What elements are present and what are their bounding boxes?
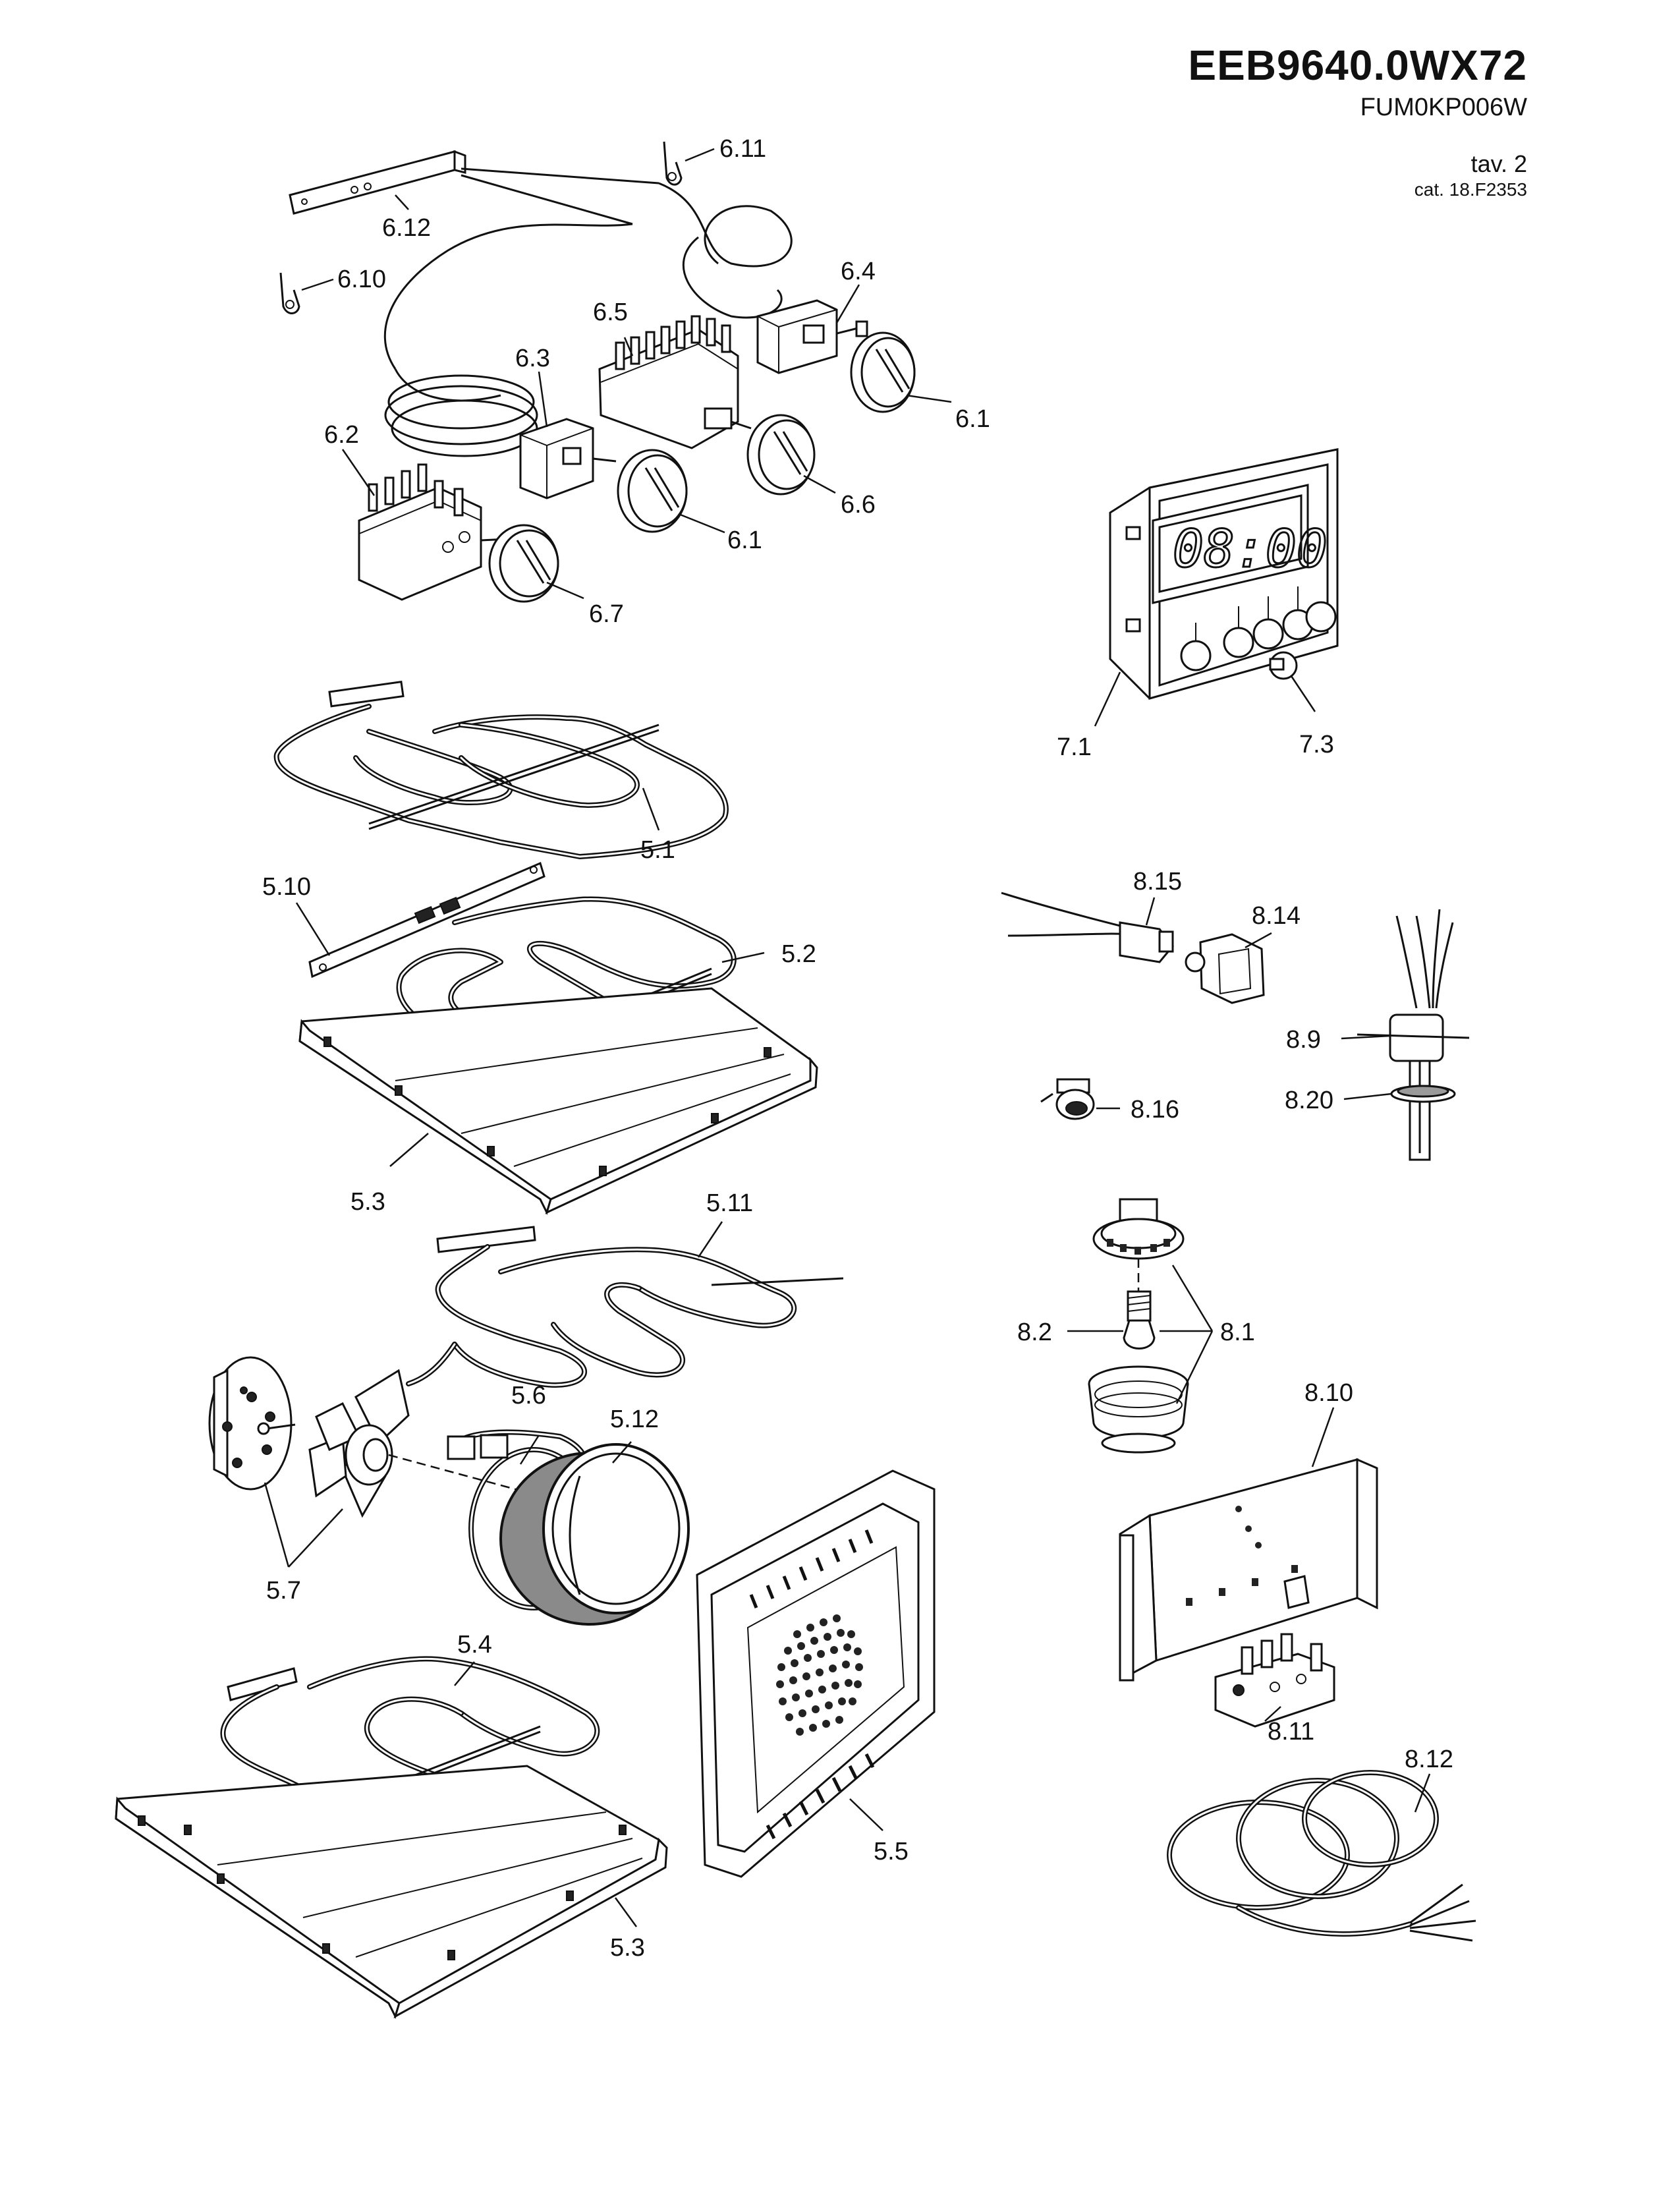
table-number: tav. 2: [1470, 150, 1527, 177]
label-8-14: 8.14: [1252, 902, 1301, 930]
lamp-cover-8-14: [1185, 933, 1265, 1004]
label-6-12: 6.12: [382, 214, 431, 242]
knob-6-7: [488, 524, 559, 603]
label-8-9: 8.9: [1286, 1026, 1321, 1054]
model-number: EEB9640.0WX72: [1188, 42, 1527, 89]
timer-display: 08:00: [1173, 520, 1328, 579]
label-5-10: 5.10: [262, 873, 311, 901]
power-cable-8-12: [1167, 1770, 1476, 1942]
label-8-10: 8.10: [1304, 1379, 1353, 1407]
clip-6-11: [663, 141, 683, 186]
label-6-5: 6.5: [593, 298, 628, 326]
knob-6-6: [746, 414, 816, 496]
label-6-3: 6.3: [515, 345, 550, 372]
label-5-11: 5.11: [706, 1189, 753, 1217]
insulation-ring-5-12: [499, 1443, 690, 1626]
label-5-5: 5.5: [874, 1838, 909, 1865]
label-5-6: 5.6: [511, 1382, 546, 1409]
thermal-cutout-8-16: [1040, 1078, 1095, 1120]
label-6-1-upper: 6.1: [955, 405, 990, 433]
label-6-1-lower: 6.1: [727, 526, 762, 554]
label-6-4: 6.4: [841, 258, 876, 285]
label-7-3: 7.3: [1299, 731, 1334, 758]
clip-6-10: [279, 272, 300, 314]
fan-blade-5-7: [308, 1369, 410, 1518]
label-5-3-upper: 5.3: [350, 1188, 385, 1216]
grill-element-5-1: [273, 680, 729, 859]
label-8-16: 8.16: [1131, 1096, 1179, 1123]
label-6-6: 6.6: [841, 491, 876, 519]
catalogue-number: cat. 18.F2353: [1414, 179, 1527, 200]
label-7-1: 7.1: [1057, 733, 1092, 761]
fan-motor-5-7: [208, 1356, 296, 1491]
label-5-7: 5.7: [266, 1577, 301, 1605]
thermostat-6-3: [519, 418, 617, 499]
lamp-bulb-8-2: [1123, 1290, 1156, 1350]
leader-lines: [264, 148, 1431, 1927]
label-5-4: 5.4: [457, 1631, 492, 1659]
label-6-11: 6.11: [719, 135, 766, 163]
selector-switch-6-2: [358, 463, 508, 601]
cable-clamp-8-9: [1357, 909, 1470, 1161]
label-8-20: 8.20: [1285, 1087, 1333, 1114]
deflector-tray-5-3-lower: [115, 1765, 668, 2020]
label-8-12: 8.12: [1405, 1746, 1453, 1773]
label-6-10: 6.10: [337, 266, 386, 293]
label-8-2: 8.2: [1017, 1319, 1052, 1346]
heating-element-5-11: [406, 1226, 844, 1388]
knob-6-1-lower: [617, 449, 688, 533]
grommet-8-20: [1390, 1085, 1456, 1103]
deflector-tray-5-3-upper: [298, 987, 818, 1216]
label-6-7: 6.7: [589, 600, 624, 628]
thermostat-bulb-bracket: [289, 150, 659, 225]
label-5-12: 5.12: [610, 1406, 659, 1433]
switch-6-5: [598, 315, 752, 449]
oven-back-panel-5-5: [696, 1469, 936, 1878]
electronic-timer-7-1: [1109, 448, 1339, 700]
lamp-glass-8-1: [1088, 1365, 1189, 1454]
label-5-1: 5.1: [640, 836, 675, 864]
thermostat-6-4: [756, 299, 868, 374]
knob-6-1-upper: [850, 331, 916, 413]
label-6-2: 6.2: [324, 421, 359, 449]
bracket-5-10: [308, 861, 546, 979]
label-8-11: 8.11: [1268, 1718, 1314, 1746]
label-5-2: 5.2: [781, 940, 816, 968]
label-5-3-lower: 5.3: [610, 1934, 645, 1962]
lamp-cable-8-15: [1001, 892, 1174, 963]
mounting-bracket-8-10: [1119, 1458, 1378, 1682]
product-code: FUM0KP006W: [1360, 94, 1527, 121]
label-8-15: 8.15: [1133, 868, 1182, 896]
label-8-1: 8.1: [1220, 1319, 1255, 1346]
terminal-block-8-11: [1214, 1633, 1335, 1728]
lamp-holder-8-1: [1092, 1198, 1185, 1260]
